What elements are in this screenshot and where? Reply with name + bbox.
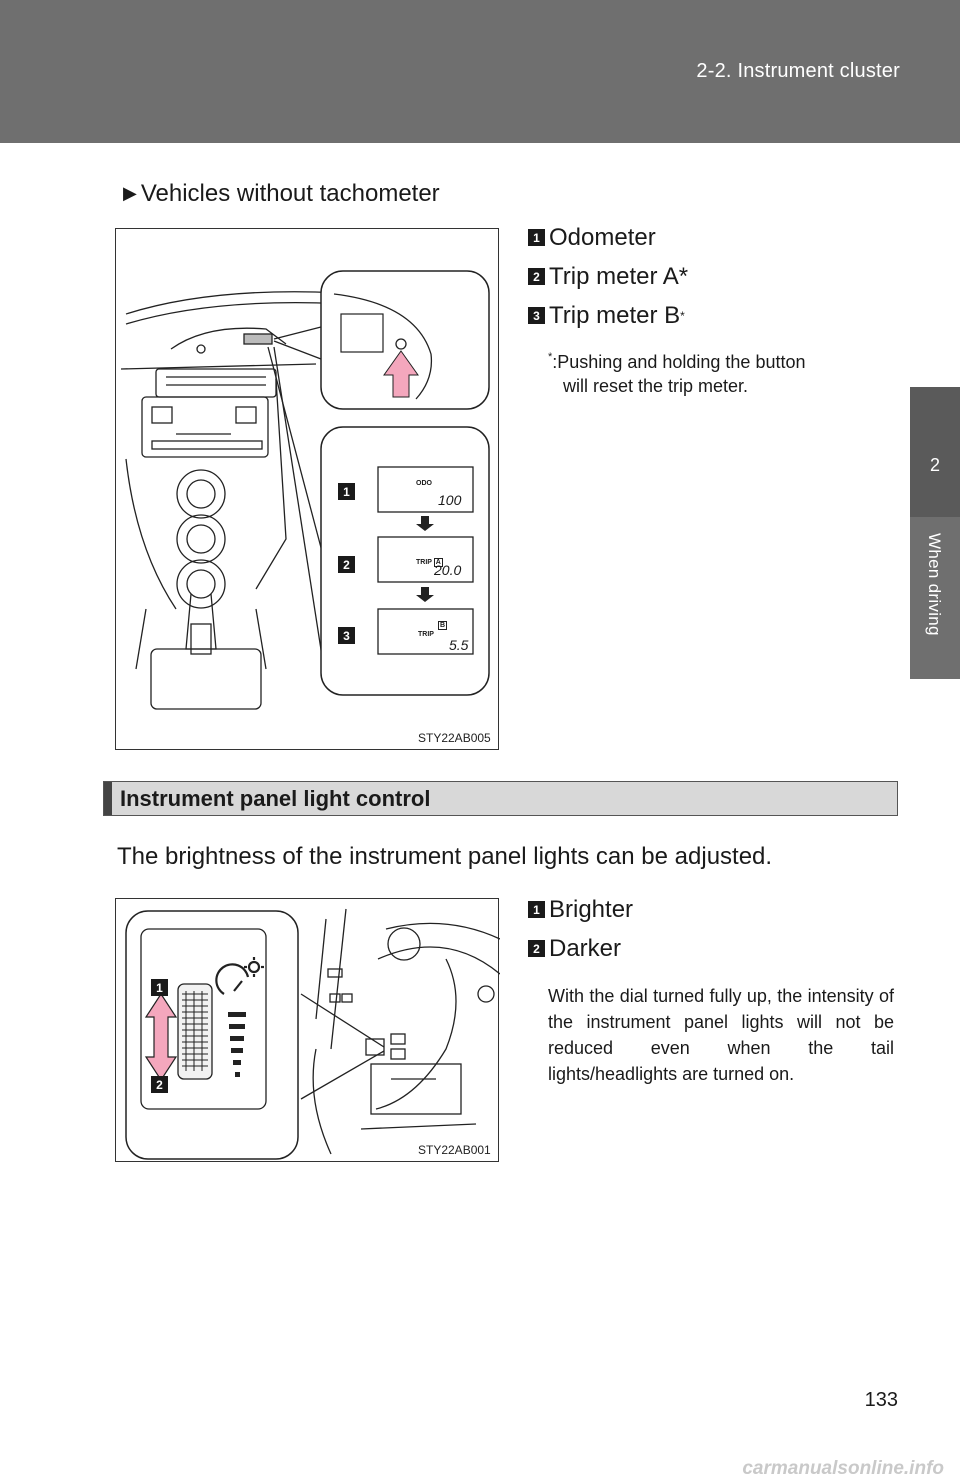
trip-a-text: TRIP <box>416 559 432 566</box>
callout-3: 3 <box>338 627 355 644</box>
legend-text: Trip meter B <box>549 301 681 329</box>
trip-b-badge: B <box>438 621 448 630</box>
legend-dial: 1 Brighter 2 Darker <box>528 890 633 968</box>
variant-heading-text: Vehicles without tachometer <box>140 180 440 207</box>
watermark: carmanualsonline.info <box>742 1458 944 1479</box>
trip-a-value: 20.0 <box>434 562 462 578</box>
trip-b-value: 5.5 <box>449 637 469 653</box>
dashboard-illustration <box>120 270 490 710</box>
figure-code: STY22AB005 <box>418 731 491 745</box>
section-title: 2-2. Instrument cluster <box>696 60 900 82</box>
legend-item: 1 Brighter <box>528 890 633 929</box>
legend-number: 3 <box>528 307 545 324</box>
odo-label: ODO <box>416 480 432 487</box>
legend-number: 2 <box>528 268 545 285</box>
section-header: Instrument panel light control <box>103 781 898 816</box>
callout-2: 2 <box>338 556 355 573</box>
triangle-bullet-icon: ▶ <box>123 183 137 203</box>
page-number: 133 <box>864 1389 898 1411</box>
legend-item: 2 Trip meter A* <box>528 257 688 296</box>
callout-darker: 2 <box>151 1076 168 1093</box>
legend-item: 2 Darker <box>528 929 633 968</box>
trip-a-label: TRIP A <box>416 558 443 567</box>
footnote-line1: *:Pushing and holding the button <box>548 345 894 374</box>
footnote-line2: will reset the trip meter. <box>563 376 749 396</box>
footnote: *:Pushing and holding the button will re… <box>548 345 894 398</box>
trip-b-label: TRIP <box>418 631 434 638</box>
legend-text: Darker <box>549 934 622 962</box>
figure-panel-light-dial: 1 2 STY22AB001 <box>115 898 501 1162</box>
figure-odometer-trip: 1 2 3 ODO 100 TRIP A 20.0 B TRIP 5.5 STY… <box>115 228 499 750</box>
variant-heading: ▶Vehicles without tachometer <box>123 180 440 208</box>
legend-odometer: 1 Odometer 2 Trip meter A* 3 Trip meter … <box>528 218 688 335</box>
footnote-star: * <box>548 351 553 363</box>
legend-text: Brighter <box>549 895 634 923</box>
figure-code: STY22AB001 <box>418 1143 491 1157</box>
legend-item: 3 Trip meter B* <box>528 296 688 335</box>
dial-note: With the dial turned fully up, the inten… <box>548 986 894 1084</box>
chapter-tab-number-area <box>910 387 960 517</box>
section-accent <box>104 782 112 815</box>
legend-number: 2 <box>528 940 545 957</box>
dial-illustration <box>125 908 501 1160</box>
header-band: 2-2. Instrument cluster <box>0 0 960 143</box>
section-title-text: Instrument panel light control <box>120 785 431 811</box>
trip-a-badge: A <box>433 558 443 567</box>
legend-item: 1 Odometer <box>528 218 688 257</box>
footnote-mark: * <box>680 308 685 323</box>
section-body: The brightness of the instrument panel l… <box>117 843 773 870</box>
odo-value: 100 <box>438 492 462 508</box>
chapter-number: 2 <box>929 455 940 475</box>
footnote-text-1: :Pushing and holding the button <box>552 352 806 372</box>
legend-text: Odometer <box>549 223 656 251</box>
legend-text: Trip meter A* <box>549 262 689 290</box>
chapter-label: When driving <box>925 533 944 636</box>
legend-number: 1 <box>528 901 545 918</box>
legend-number: 1 <box>528 229 545 246</box>
chapter-tab: 2 When driving <box>910 387 960 679</box>
callout-brighter: 1 <box>151 979 168 996</box>
callout-1: 1 <box>338 483 355 500</box>
